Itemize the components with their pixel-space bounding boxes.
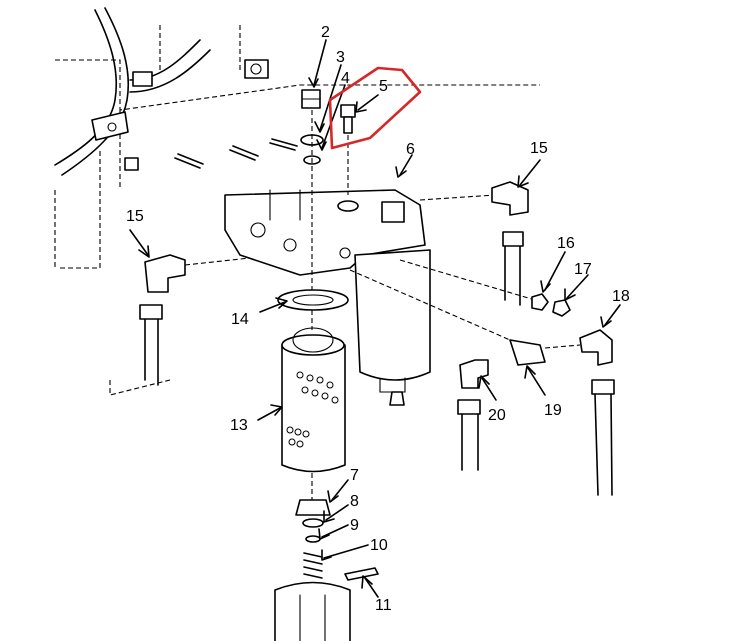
part-19-adapter xyxy=(509,339,546,366)
callout-4: 4 xyxy=(341,70,350,87)
part-18-elbow xyxy=(579,329,615,496)
engine-frame-outline xyxy=(54,25,540,396)
part-17-nut xyxy=(552,299,571,317)
part-10-spring xyxy=(303,552,323,579)
part-15-right-elbow xyxy=(491,181,529,306)
highlight-outline-item-5 xyxy=(328,66,422,150)
callout-11: 11 xyxy=(375,597,392,614)
callout-14: 14 xyxy=(231,311,249,328)
callout-3: 3 xyxy=(336,49,345,66)
callout-10: 10 xyxy=(370,537,388,554)
leader-arrows xyxy=(129,39,621,598)
part-16-nut xyxy=(531,293,549,311)
part-15-left-elbow xyxy=(139,254,186,386)
callout-6: 6 xyxy=(406,141,415,158)
installed-filter-bowl xyxy=(354,249,431,406)
part-14-gasket xyxy=(277,289,349,311)
part-11-pin xyxy=(344,567,379,581)
callout-7: 7 xyxy=(350,467,359,484)
part-2-bolt xyxy=(301,89,321,109)
part-8-washer xyxy=(302,518,324,528)
callout-labels: 2 3 4 5 6 15 15 16 17 18 14 13 20 19 7 8… xyxy=(126,24,630,614)
callout-2: 2 xyxy=(321,24,330,41)
callout-18: 18 xyxy=(612,288,630,305)
part-13-filter-element xyxy=(281,327,346,473)
part-20-elbow xyxy=(457,359,489,471)
part-6-filter-head xyxy=(224,189,426,276)
callout-13: 13 xyxy=(230,417,248,434)
frame-studs xyxy=(174,138,298,169)
part-7-drain-plug xyxy=(295,499,331,516)
callout-8: 8 xyxy=(350,493,359,510)
callout-15-right: 15 xyxy=(530,140,548,157)
callout-15-left: 15 xyxy=(126,208,144,225)
frame-hoses xyxy=(54,7,211,176)
frame-bolts xyxy=(124,59,269,171)
part-9-o-ring xyxy=(305,535,321,543)
callout-19: 19 xyxy=(544,402,562,419)
part-5-screw xyxy=(340,104,356,134)
callout-20: 20 xyxy=(488,407,506,424)
callout-17: 17 xyxy=(574,261,592,278)
lower-housing xyxy=(274,581,351,641)
callout-5: 5 xyxy=(379,78,388,95)
callout-9: 9 xyxy=(350,517,359,534)
callout-16: 16 xyxy=(557,235,575,252)
